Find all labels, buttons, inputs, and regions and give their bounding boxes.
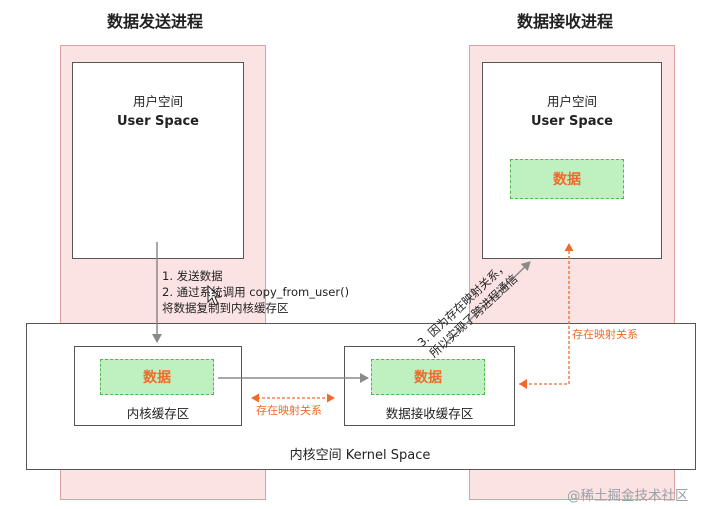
kernel-buffer-caption: 内核缓存区 (126, 406, 190, 421)
step-notes: 1. 发送数据 2. 通过系统调用 copy_from_user() 将数据复制… (162, 268, 349, 316)
sender-user-space-box: 用户空间 User Space (72, 62, 244, 259)
step-2-text: 2. 通过系统调用 copy_from_user() (162, 285, 350, 299)
receiver-user-space-en: User Space (530, 114, 613, 129)
receive-buffer-box: 数据 数据接收缓存区 (344, 346, 515, 426)
sender-process-title: 数据发送进程 (107, 12, 204, 31)
kernel-buffer-box: 数据 内核缓存区 (74, 346, 242, 426)
sender-user-space-en: User Space (116, 114, 199, 129)
receiver-user-space-cn: 用户空间 (546, 94, 597, 109)
kernel-space-label: 内核空间 Kernel Space (26, 444, 694, 463)
step-1-text: 1. 发送数据 (162, 269, 223, 283)
step-2b-text: 将数据复制到内核缓存区 (162, 301, 289, 315)
user-mapping-arrow (519, 243, 574, 385)
receive-buffer-caption: 数据接收缓存区 (385, 406, 474, 421)
user-mapping-label: 存在映射关系 (572, 328, 638, 341)
buffer-mapping-label: 存在映射关系 (256, 404, 322, 417)
watermark: @稀土掘金技术社区 (567, 488, 689, 504)
cross-process-arrow (446, 261, 531, 343)
receive-buffer-data-block: 数据 (371, 359, 485, 395)
receiver-process-title: 数据接收进程 (517, 12, 614, 31)
cursor-icon (207, 284, 222, 306)
receiver-user-data-block: 数据 (510, 159, 624, 199)
receiver-user-space-box: 用户空间 User Space 数据 (482, 62, 662, 259)
sender-user-space-cn: 用户空间 (132, 94, 183, 109)
kernel-buffer-data-block: 数据 (100, 359, 214, 395)
kernel-space-text: 内核空间 Kernel Space (289, 448, 431, 463)
